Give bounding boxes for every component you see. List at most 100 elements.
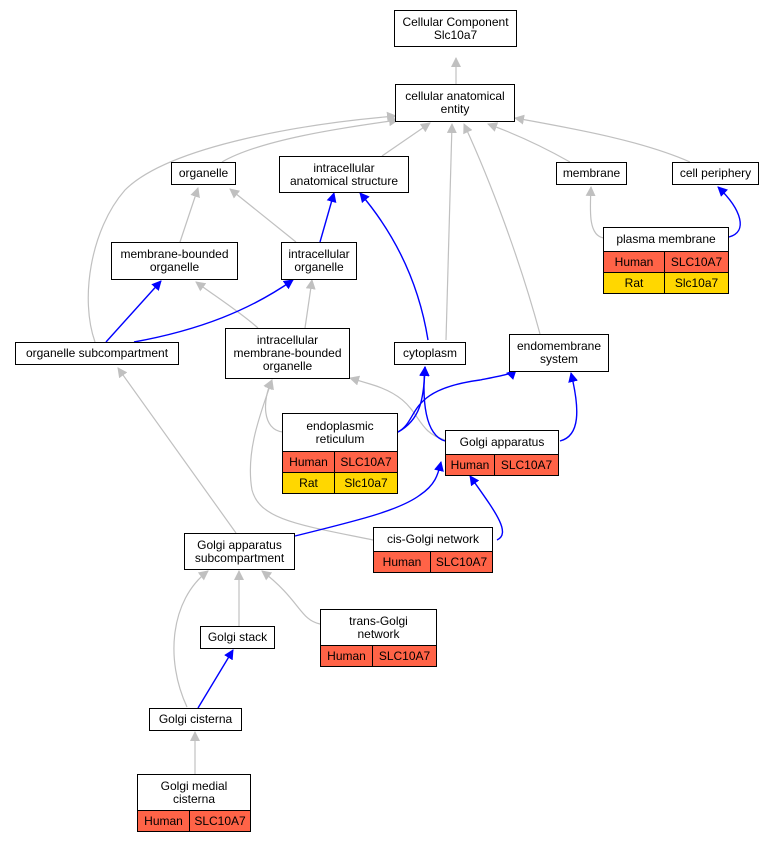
node-cell-periphery[interactable]: cell periphery — [672, 162, 759, 185]
label-line: cell periphery — [679, 166, 752, 180]
species-cell: Human — [614, 255, 654, 269]
node-intracellular-anatomical-structure[interactable]: intracellular anatomical structure — [279, 156, 409, 193]
label-line: cisterna — [172, 791, 216, 806]
label-line: cytoplasm — [402, 346, 458, 360]
species-cell: Human — [450, 458, 490, 472]
node-golgi-stack[interactable]: Golgi stack — [200, 626, 275, 649]
node-membrane[interactable]: membrane — [556, 162, 627, 185]
edge-cyto-to-ias — [359, 192, 429, 341]
edge-er-to-imbo — [263, 379, 284, 433]
node-label: trans-Golgi network — [321, 610, 436, 645]
species-cell: Rat — [624, 276, 644, 290]
gene-cell: SLC10A7 — [664, 252, 728, 272]
edge-osc-to-cae — [87, 111, 397, 343]
node-label: plasma membrane — [604, 228, 728, 251]
annotation-row-human: Human SLC10A7 — [374, 551, 492, 572]
label-line: organelle — [149, 260, 200, 274]
label-line: intracellular — [288, 247, 350, 261]
node-label: Golgi cisterna — [150, 709, 241, 730]
gene-cell: SLC10A7 — [494, 455, 558, 475]
label-line: membrane — [562, 166, 621, 180]
edge-golgi-to-imbo — [349, 375, 446, 441]
label-line: Golgi stack — [207, 630, 268, 644]
edge-osc-to-io — [133, 279, 294, 343]
label-line: endomembrane — [516, 339, 602, 353]
edge-cyto-to-cae — [445, 123, 457, 341]
edge-osc-to-mbo — [105, 280, 162, 343]
node-cis-golgi-network[interactable]: cis-Golgi network Human SLC10A7 — [373, 527, 493, 573]
label-line: cellular anatomical — [405, 89, 505, 103]
annotation-row-human: Human SLC10A7 — [446, 454, 558, 475]
label-line: Golgi cisterna — [158, 712, 233, 726]
species-cell: Human — [144, 814, 183, 828]
node-endomembrane-system[interactable]: endomembrane system — [509, 334, 609, 372]
label-line: membrane-bounded — [233, 346, 342, 360]
node-label: endomembrane system — [510, 335, 608, 371]
edge-organelle-to-cae — [221, 116, 399, 163]
edge-transgolgi-to-gasc — [261, 570, 321, 625]
node-cellular-component-root[interactable]: Cellular Component Slc10a7 — [394, 10, 517, 47]
node-organelle[interactable]: organelle — [171, 162, 236, 185]
annotation-row-rat: Rat Slc10a7 — [283, 472, 397, 493]
label-line: intracellular — [256, 333, 319, 347]
node-label: cytoplasm — [395, 343, 465, 364]
node-golgi-apparatus[interactable]: Golgi apparatus Human SLC10A7 — [445, 430, 559, 476]
node-cytoplasm[interactable]: cytoplasm — [394, 342, 466, 365]
label-line: organelle subcompartment — [25, 346, 169, 360]
gene-cell: SLC10A7 — [372, 646, 436, 666]
label-line: entity — [440, 102, 470, 116]
label-line: plasma membrane — [616, 232, 716, 246]
edge-ias-to-cae — [381, 122, 431, 157]
edge-imbo-to-io — [304, 279, 316, 329]
annotation-row-rat: Rat Slc10a7 — [604, 272, 728, 293]
edge-cisgolgi-to-golgi — [469, 475, 504, 541]
edge-cisterna-to-gasc — [173, 570, 209, 708]
node-trans-golgi-network[interactable]: trans-Golgi network Human SLC10A7 — [320, 609, 437, 667]
node-organelle-subcompartment[interactable]: organelle subcompartment — [15, 342, 179, 365]
annotation-row-human: Human SLC10A7 — [283, 451, 397, 472]
edge-io-to-organelle — [229, 188, 297, 243]
node-intracellular-membrane-bounded-organelle[interactable]: intracellular membrane-bounded organelle — [225, 328, 350, 379]
node-membrane-bounded-organelle[interactable]: membrane-bounded organelle — [111, 242, 238, 280]
node-label: Golgi apparatus — [446, 431, 558, 454]
node-label: membrane-bounded organelle — [112, 243, 237, 279]
species-cell: Rat — [299, 476, 318, 490]
label-line: Golgi apparatus — [197, 537, 282, 552]
node-label: Golgi medial cisterna — [138, 775, 250, 810]
node-plasma-membrane[interactable]: plasma membrane Human SLC10A7 Rat Slc10a… — [603, 227, 729, 294]
label-line: intracellular — [313, 160, 375, 175]
label-line: Slc10a7 — [433, 27, 478, 42]
label-line: trans-Golgi — [349, 613, 408, 628]
edge-er-to-endo — [397, 369, 517, 433]
annotation-row-human: Human SLC10A7 — [604, 251, 728, 272]
gene-cell: SLC10A7 — [334, 452, 397, 472]
node-intracellular-organelle[interactable]: intracellular organelle — [281, 242, 357, 280]
edge-membrane-to-cae — [487, 122, 571, 163]
label-line: Cellular Component — [402, 14, 509, 29]
edge-cellperiph-to-cellphery — [717, 186, 741, 238]
node-label: intracellular organelle — [282, 243, 356, 279]
node-endoplasmic-reticulum[interactable]: endoplasmic reticulum Human SLC10A7 Rat … — [282, 413, 398, 494]
label-line: Golgi medial — [160, 778, 228, 793]
edge-gasc-to-osc — [117, 367, 237, 534]
edge-gasc-to-golgi — [294, 461, 444, 537]
edge-golgi-to-cyto — [419, 366, 446, 442]
node-cellular-anatomical-entity[interactable]: cellular anatomical entity — [395, 84, 515, 122]
node-label: endoplasmic reticulum — [283, 414, 397, 451]
node-golgi-cisterna[interactable]: Golgi cisterna — [149, 708, 242, 731]
node-golgi-apparatus-subcompartment[interactable]: Golgi apparatus subcompartment — [184, 533, 295, 570]
edge-io-to-ias — [319, 192, 337, 243]
edge-cellperiph-to-cae — [514, 114, 691, 163]
label-line: system — [539, 352, 578, 366]
edge-cisterna-to-stack — [197, 649, 234, 709]
gene-cell: SLC10A7 — [430, 552, 492, 572]
node-golgi-medial-cisterna[interactable]: Golgi medial cisterna Human SLC10A7 — [137, 774, 251, 832]
label-line: Golgi apparatus — [459, 435, 545, 449]
node-label: Cellular Component Slc10a7 — [395, 11, 516, 46]
edge-golgi-to-endo — [559, 372, 578, 442]
edge-cisgolgi-to-imbo — [249, 379, 374, 541]
node-label: cell periphery — [673, 163, 758, 184]
node-label: cis-Golgi network — [374, 528, 492, 551]
label-line: cis-Golgi network — [386, 532, 480, 546]
